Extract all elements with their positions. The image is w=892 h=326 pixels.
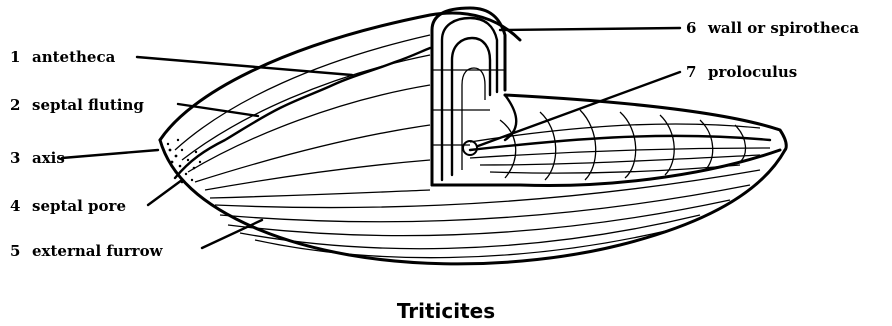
leader-proloculus [478,72,680,146]
label-2-num: 2 [10,96,20,114]
figure-caption: Triticites [397,299,495,323]
label-4-text: septal pore [32,197,126,215]
leader-external-furrow [202,220,262,248]
fusulinid-shell [160,8,786,264]
label-4-num: 4 [10,197,20,215]
axis-stipple [167,139,201,184]
label-2-text: septal fluting [32,96,144,114]
label-7-text: proloculus [708,63,797,81]
leader-antetheca [137,57,352,75]
label-3-text: axis [32,149,65,167]
label-7-num: 7 [686,63,696,81]
leader-axis [62,150,158,158]
label-6-text: wall or spirotheca [707,19,859,37]
label-6-num: 6 [686,19,696,37]
label-5-text: external furrow [32,242,164,260]
leader-wall [500,28,680,30]
leader-septal-pore [148,180,182,205]
label-3-num: 3 [10,149,20,167]
label-1-num: 1 [10,48,20,66]
label-5-num: 5 [10,242,20,260]
proloculus-chamber [463,141,477,155]
label-1-text: antetheca [32,48,116,66]
